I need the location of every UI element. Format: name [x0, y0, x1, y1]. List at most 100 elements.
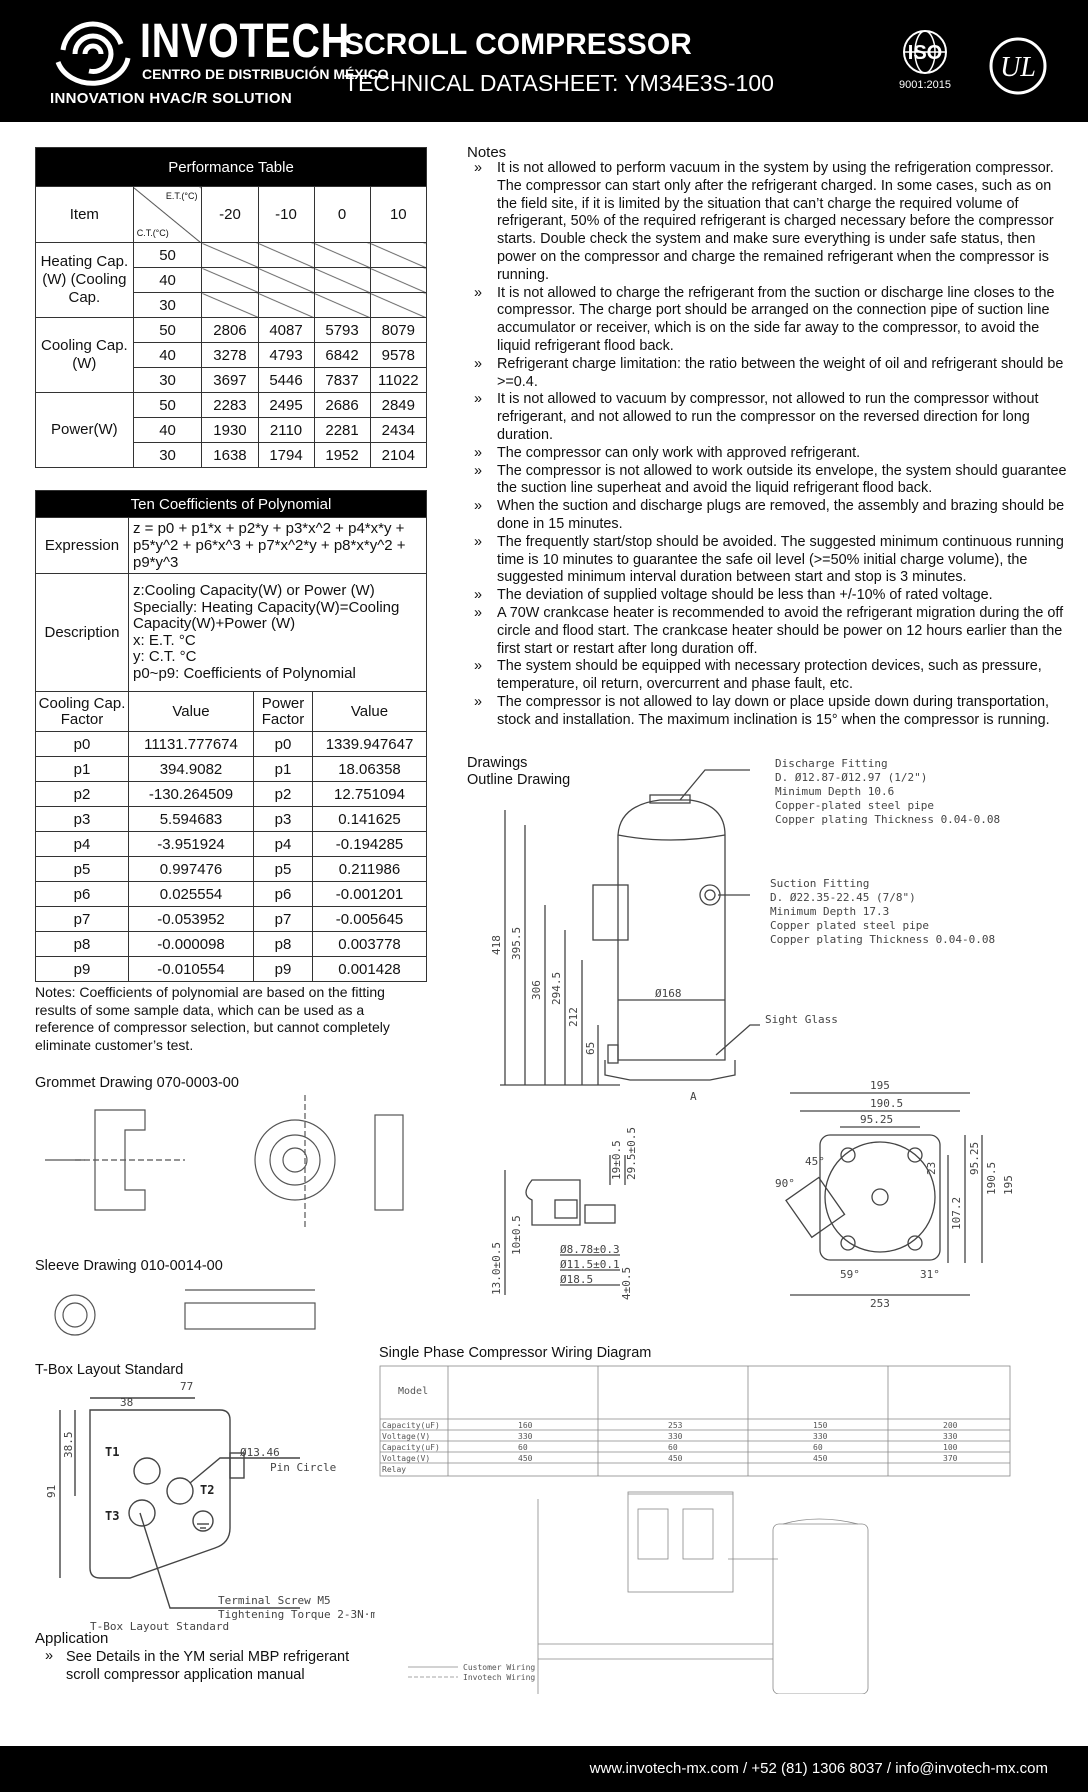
dim-vertical: 395.5	[510, 927, 523, 960]
performance-cell: 7837	[313, 367, 371, 393]
coefficient-value: 1339.947647	[312, 731, 427, 757]
performance-cell	[257, 242, 315, 268]
performance-cell	[313, 292, 371, 318]
discharge-fitting-text: Copper-plated steel pipe	[775, 799, 934, 812]
note-bullet: »	[474, 284, 483, 301]
dim-vertical: 418	[490, 935, 503, 955]
note-item: »The deviation of supplied voltage shoul…	[472, 587, 1072, 605]
note-item: »The compressor is not allowed to lay do…	[472, 694, 1072, 730]
wiring-row-label: Voltage(V)	[382, 1432, 430, 1441]
application-title: Application	[35, 1630, 109, 1647]
description-label: Description	[35, 573, 129, 692]
ground-icon	[192, 1510, 214, 1532]
dim-bottom: A	[690, 1090, 697, 1103]
coefficient-value: -0.053952	[128, 906, 254, 932]
dim-foot: Ø18.5	[560, 1273, 593, 1286]
coefficient-value: -0.010554	[128, 956, 254, 982]
expression-label: Expression	[35, 517, 129, 574]
brand-tagline: INNOVATION HVAC/R SOLUTION	[50, 90, 292, 107]
grommet-drawing	[45, 1095, 404, 1230]
coefficient-name: p7	[253, 906, 313, 932]
performance-table-title: Performance Table	[35, 147, 427, 187]
et-value: -10	[257, 186, 315, 243]
outline-drawing-label: Outline Drawing	[467, 772, 571, 788]
header: INVOTECH CENTRO DE DISTRIBUCIÓN MÉXICO I…	[0, 0, 1088, 122]
tbox-caption: T-Box Layout Standard	[90, 1620, 229, 1633]
coefficient-value: 11131.777674	[128, 731, 254, 757]
terminal-box	[592, 884, 629, 941]
description-line: y: C.T. °C	[133, 648, 197, 665]
coefficient-value: 0.001428	[312, 956, 427, 982]
application-bullet: »	[45, 1648, 54, 1664]
coefficient-name: p6	[35, 881, 129, 907]
col-header: Value	[128, 691, 254, 732]
tbox-note: Tightening Torque 2-3N·m	[218, 1608, 375, 1621]
performance-cell: 5446	[257, 367, 315, 393]
performance-cell: 9578	[369, 342, 428, 368]
performance-cell: 11022	[369, 367, 428, 393]
note-bullet: »	[474, 355, 483, 372]
notes-title: Notes	[467, 144, 507, 161]
dim-foot: Ø8.78±0.3	[560, 1243, 620, 1256]
col-header: Power Factor	[253, 691, 313, 732]
performance-group-label: Power(W)	[35, 392, 134, 468]
wiring-value: 450	[518, 1454, 533, 1463]
tbox-drawing: 77 38 38.5 91 Ø13.46 Pin Circle Terminal…	[45, 1380, 375, 1633]
dim-top: 195	[870, 1079, 890, 1092]
wiring-row-label: Capacity(uF)	[382, 1443, 440, 1452]
note-text: The frequently start/stop should be avoi…	[497, 533, 1064, 586]
coefficient-value: -130.264509	[128, 781, 254, 807]
page-title: SCROLL COMPRESSOR	[344, 28, 692, 61]
wiring-row-label: Capacity(uF)	[382, 1421, 440, 1430]
wiring-value: 60	[813, 1443, 823, 1452]
terminal-label: T2	[200, 1483, 214, 1497]
performance-group-label: Heating Cap.(W) (Cooling Cap.	[35, 242, 134, 318]
terminal-t3-icon	[128, 1499, 156, 1527]
et-value: -20	[201, 186, 259, 243]
tbox-dim: 38.5	[62, 1432, 75, 1459]
note-item: »A 70W crankcase heater is recommended t…	[472, 605, 1072, 658]
coefficient-name: p2	[253, 781, 313, 807]
polynomial-table-title: Ten Coefficients of Polynomial	[35, 490, 427, 518]
performance-cell	[257, 267, 315, 293]
ct-value: 30	[132, 442, 203, 468]
note-bullet: »	[474, 160, 483, 176]
description-line: z:Cooling Capacity(W) or Power (W)	[133, 582, 375, 599]
dim-bottom: 90°	[775, 1177, 795, 1190]
coefficient-value: 18.06358	[312, 756, 427, 782]
expression-text: z = p0 + p1*x + p2*y + p3*x^2 + p4*x*y +…	[128, 517, 427, 574]
coefficient-name: p5	[253, 856, 313, 882]
coefficient-name: p2	[35, 781, 129, 807]
performance-cell	[201, 267, 259, 293]
coefficient-name: p0	[35, 731, 129, 757]
coefficient-value: -3.951924	[128, 831, 254, 857]
dim-vertical: 212	[567, 1007, 580, 1027]
performance-cell: 2495	[257, 392, 315, 418]
tbox-dim: 77	[180, 1380, 193, 1393]
performance-group-label: Cooling Cap. (W)	[35, 317, 134, 393]
note-item: »The frequently start/stop should be avo…	[472, 534, 1072, 587]
ct-value: 40	[132, 342, 203, 368]
compressor-icon	[772, 1523, 869, 1694]
page-subtitle: TECHNICAL DATASHEET: YM34E3S-100	[344, 70, 774, 96]
note-bullet: »	[474, 587, 483, 604]
et-label: E.T.(°C)	[165, 191, 198, 201]
wiring-value: 450	[813, 1454, 828, 1463]
performance-cell: 8079	[369, 317, 428, 343]
terminal-t1-icon	[133, 1457, 161, 1485]
note-text: It is not allowed to perform vacuum in t…	[497, 160, 1054, 283]
note-text: A 70W crankcase heater is recommended to…	[497, 604, 1064, 657]
description-line: p0~p9: Coefficients of Polynomial	[133, 664, 356, 682]
coefficient-value: 0.003778	[312, 931, 427, 957]
dim-right: 95.25	[968, 1142, 981, 1175]
discharge-fitting-text: Minimum Depth 10.6	[775, 785, 894, 798]
col-header: Cooling Cap. Factor	[35, 691, 129, 732]
wiring-value: 330	[518, 1432, 533, 1441]
description-line: x: E.T. °C	[133, 631, 196, 649]
dim-foot: 19±0.5	[610, 1140, 623, 1180]
wiring-value: 330	[813, 1432, 828, 1441]
ct-value: 50	[132, 317, 203, 343]
polynomial-table: Ten Coefficients of Polynomial Expressio…	[35, 490, 427, 982]
dim-bottom: 45°	[805, 1155, 825, 1168]
coefficient-value: 0.025554	[128, 881, 254, 907]
